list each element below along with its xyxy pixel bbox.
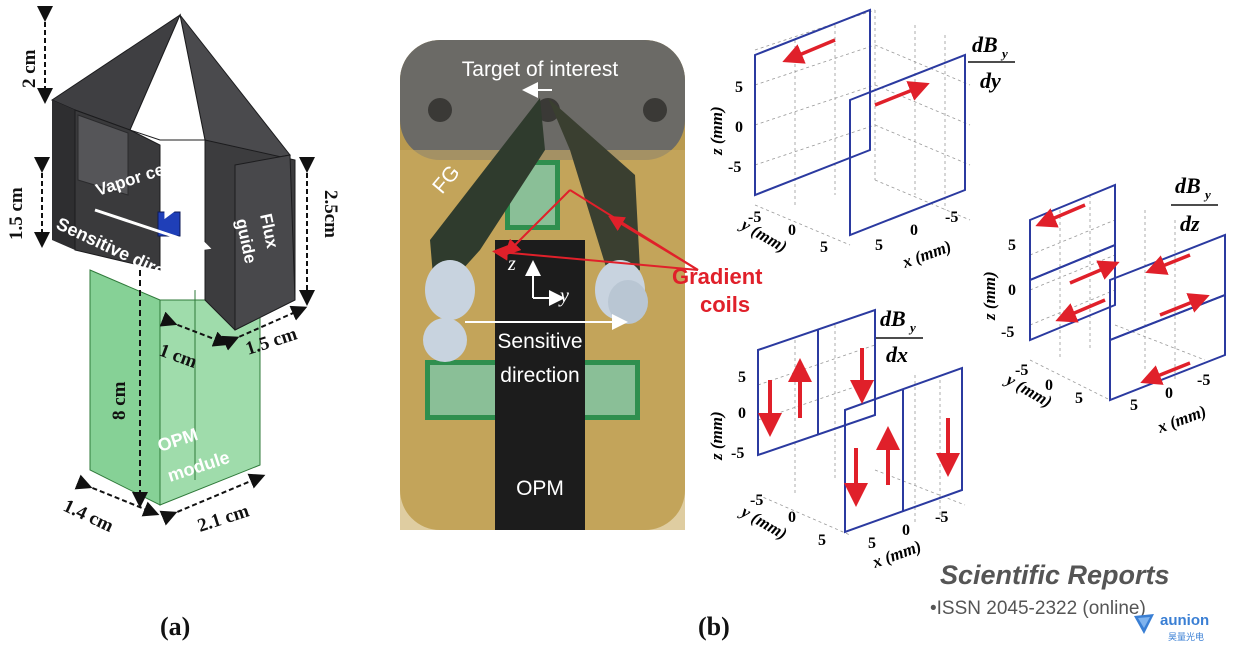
- target-of-interest-label: Target of interest: [462, 58, 619, 81]
- caption-a: (a): [160, 612, 191, 641]
- dbdz-y-label: y (mm): [1001, 369, 1055, 411]
- dbdz-x-tick-m5: -5: [1197, 372, 1210, 389]
- dim-module-width: 2.1 cm: [195, 500, 252, 536]
- dbdx-z-label: z (mm): [707, 411, 726, 461]
- dim-cell-height: 1.5 cm: [6, 187, 27, 240]
- flux-guide-top-right: [179, 14, 291, 166]
- plot-dbdx: z (mm) 5 0 -5 -5 0 5 y (mm) 5 0 -5 x (mm…: [707, 306, 966, 572]
- sensitive-label-2: direction: [500, 364, 579, 387]
- dbdx-title-den: dx: [886, 342, 908, 367]
- dbdy-z-tick-0: 0: [735, 119, 743, 136]
- dim-guide-height: 2.5cm: [320, 190, 340, 238]
- aunion-logo-icon: [1134, 614, 1154, 634]
- flux-guide-left-block: [52, 100, 75, 250]
- dbdz-z-tick-0: 0: [1008, 282, 1016, 299]
- aunion-brand: aunion: [1160, 612, 1210, 629]
- dbdx-y-tick-m5: -5: [750, 492, 763, 509]
- dbdz-x-tick-5: 5: [1130, 397, 1138, 414]
- dbdx-x-label: x (mm): [869, 537, 924, 572]
- dbdx-x-tick-m5: -5: [935, 509, 948, 526]
- dbdz-x-tick-0: 0: [1165, 385, 1173, 402]
- dbdy-title-num: dB: [972, 32, 998, 57]
- dbdx-x-tick-0: 0: [902, 522, 910, 539]
- dbdz-z-tick-m5: -5: [1001, 324, 1014, 341]
- plot-dbdz: z (mm) 5 0 -5 -5 0 5 y (mm) 5 0 -5 x (mm…: [980, 173, 1226, 437]
- dbdy-title-den: dy: [980, 68, 1001, 93]
- dbdx-z-tick-0: 0: [738, 405, 746, 422]
- dbdx-y-label: y (mm): [736, 501, 790, 543]
- dbdx-title-num: dB: [880, 306, 906, 331]
- panel-a-schematic: Vapor cell Flux guide Sensitive directio…: [6, 6, 340, 537]
- dim-top-height: 2 cm: [19, 49, 40, 88]
- dbdz-z-label: z (mm): [980, 271, 999, 321]
- dbdy-x-tick-m5: -5: [945, 209, 958, 226]
- dbdx-title-sub: y: [908, 320, 916, 335]
- dbdy-y-tick-m5: -5: [748, 209, 761, 226]
- dbdz-title-den: dz: [1180, 211, 1200, 236]
- axis-y-label: y: [558, 285, 569, 307]
- axis-z-label: z: [507, 253, 516, 275]
- gradient-coils-callout: [492, 189, 699, 271]
- dbdy-y-label: y (mm): [736, 214, 790, 256]
- dim-module-length: 8 cm: [109, 381, 130, 420]
- dbdx-y-tick-5: 5: [818, 532, 826, 549]
- dim-module-depth: 1.4 cm: [60, 495, 117, 536]
- flux-guide-notch: [129, 13, 206, 141]
- dbdy-x-label: x (mm): [899, 237, 954, 272]
- dbdz-y-tick-5: 5: [1075, 390, 1083, 407]
- dbdy-x-tick-0: 0: [910, 222, 918, 239]
- dbdz-title-num: dB: [1175, 173, 1201, 198]
- dbdz-title-sub: y: [1203, 187, 1211, 202]
- dbdy-title-sub: y: [1000, 46, 1008, 61]
- issn-text: •ISSN 2045-2322 (online): [930, 598, 1146, 619]
- dbdy-z-label: z (mm): [707, 106, 726, 156]
- gradient-coils-label-2: coils: [700, 292, 751, 317]
- dbdz-z-tick-5: 5: [1008, 237, 1016, 254]
- panel-b-photo: Target of interest FG z y Sensitive dire…: [400, 40, 685, 530]
- dbdy-x-tick-5: 5: [875, 237, 883, 254]
- dbdy-y-tick-0: 0: [788, 222, 796, 239]
- dbdx-x-tick-5: 5: [868, 535, 876, 552]
- dbdx-y-tick-0: 0: [788, 509, 796, 526]
- dbdy-z-tick-m5: -5: [728, 159, 741, 176]
- dbdy-z-tick-5: 5: [735, 79, 743, 96]
- journal-name: Scientific Reports: [940, 560, 1170, 590]
- dbdx-z-tick-m5: -5: [731, 445, 744, 462]
- plot-dbdy: z (mm) 5 0 -5 -5 0 5 y (mm) 5 0 -5 x (mm…: [707, 8, 1015, 272]
- sensitive-label-1: Sensitive: [497, 330, 582, 353]
- dbdz-y-tick-0: 0: [1045, 377, 1053, 394]
- opm-photo-label: OPM: [516, 477, 564, 500]
- dbdy-y-tick-5: 5: [820, 239, 828, 256]
- gradient-coils-label-1: Gradient: [672, 264, 763, 289]
- caption-b: (b): [698, 612, 730, 641]
- aunion-brand-sub: 昊量光电: [1168, 632, 1205, 642]
- dbdz-x-label: x (mm): [1154, 402, 1209, 437]
- dbdx-z-tick-5: 5: [738, 369, 746, 386]
- dbdz-y-tick-m5: -5: [1015, 362, 1028, 379]
